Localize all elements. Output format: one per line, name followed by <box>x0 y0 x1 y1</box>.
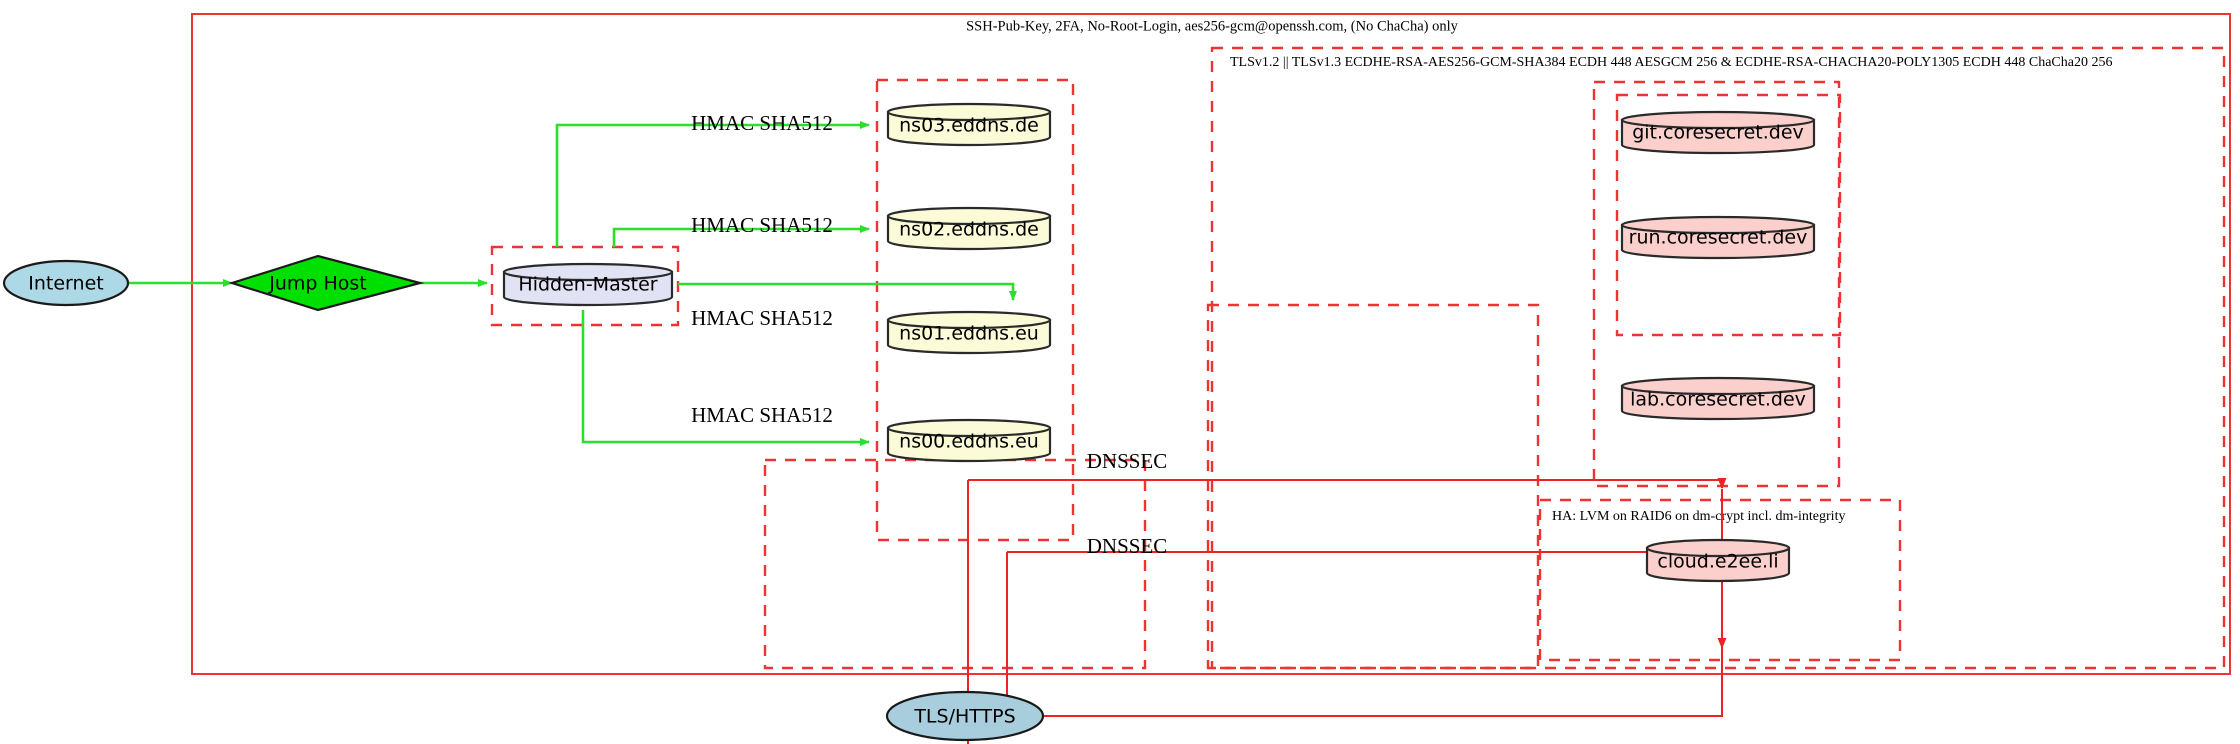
edge-label-dnssec-2: DNSSEC <box>1087 534 1168 558</box>
edge-label-dnssec-1: DNSSEC <box>1087 449 1168 473</box>
node-internet[interactable]: Internet <box>2 259 130 307</box>
node-ns01[interactable]: ns01.eddns.eu <box>886 310 1052 355</box>
node-run-coresecret[interactable]: run.coresecret.dev <box>1620 215 1816 260</box>
node-ns00[interactable]: ns00.eddns.eu <box>886 418 1052 463</box>
cluster-ha <box>1538 498 1902 662</box>
node-cloud-e2ee[interactable]: cloud.e2ee.li <box>1645 538 1791 583</box>
cluster-tls-label: TLSv1.2 || TLSv1.3 ECDHE-RSA-AES256-GCM-… <box>1230 55 2112 70</box>
edge-hm-to-ns03 <box>555 121 870 247</box>
edge-hm-to-ns01 <box>678 282 1017 301</box>
edge-hm-to-ns02 <box>612 225 870 247</box>
cluster-outer-perimeter <box>191 13 2231 675</box>
cluster-hidden-master <box>490 245 680 327</box>
cluster-coresecret-outer <box>1592 80 1841 488</box>
node-lab-coresecret[interactable]: lab.coresecret.dev <box>1620 376 1816 421</box>
cluster-lower-middle <box>1206 303 1540 670</box>
node-git-coresecret[interactable]: git.coresecret.dev <box>1620 110 1816 155</box>
cluster-coresecret-inner <box>1615 93 1842 337</box>
edge-label-hmac-ns00: HMAC SHA512 <box>691 403 833 427</box>
cluster-dns-servers <box>875 78 1075 542</box>
node-tls-https[interactable]: TLS/HTTPS <box>885 690 1045 742</box>
cluster-ha-label: HA: LVM on RAID6 on dm-crypt incl. dm-in… <box>1552 509 1845 524</box>
node-ns03[interactable]: ns03.eddns.de <box>886 102 1052 147</box>
edge-dnssec-2 <box>1007 551 1727 649</box>
edge-label-hmac-ns01: HMAC SHA512 <box>691 306 833 330</box>
node-jump-host[interactable]: Jump Host <box>228 254 425 312</box>
node-ns02[interactable]: ns02.eddns.de <box>886 206 1052 251</box>
cluster-tls <box>1210 46 2226 670</box>
node-hidden-master[interactable]: Hidden-Master <box>502 262 674 307</box>
edge-dnssec-1 <box>968 478 1727 489</box>
edge-label-hmac-ns03: HMAC SHA512 <box>691 111 833 135</box>
edge-hm-to-ns00 <box>581 310 870 446</box>
edge-label-hmac-ns02: HMAC SHA512 <box>691 213 833 237</box>
cluster-lower-left <box>763 458 1147 670</box>
cluster-outer-title: SSH-Pub-Key, 2FA, No-Root-Login, aes256-… <box>966 18 1459 34</box>
